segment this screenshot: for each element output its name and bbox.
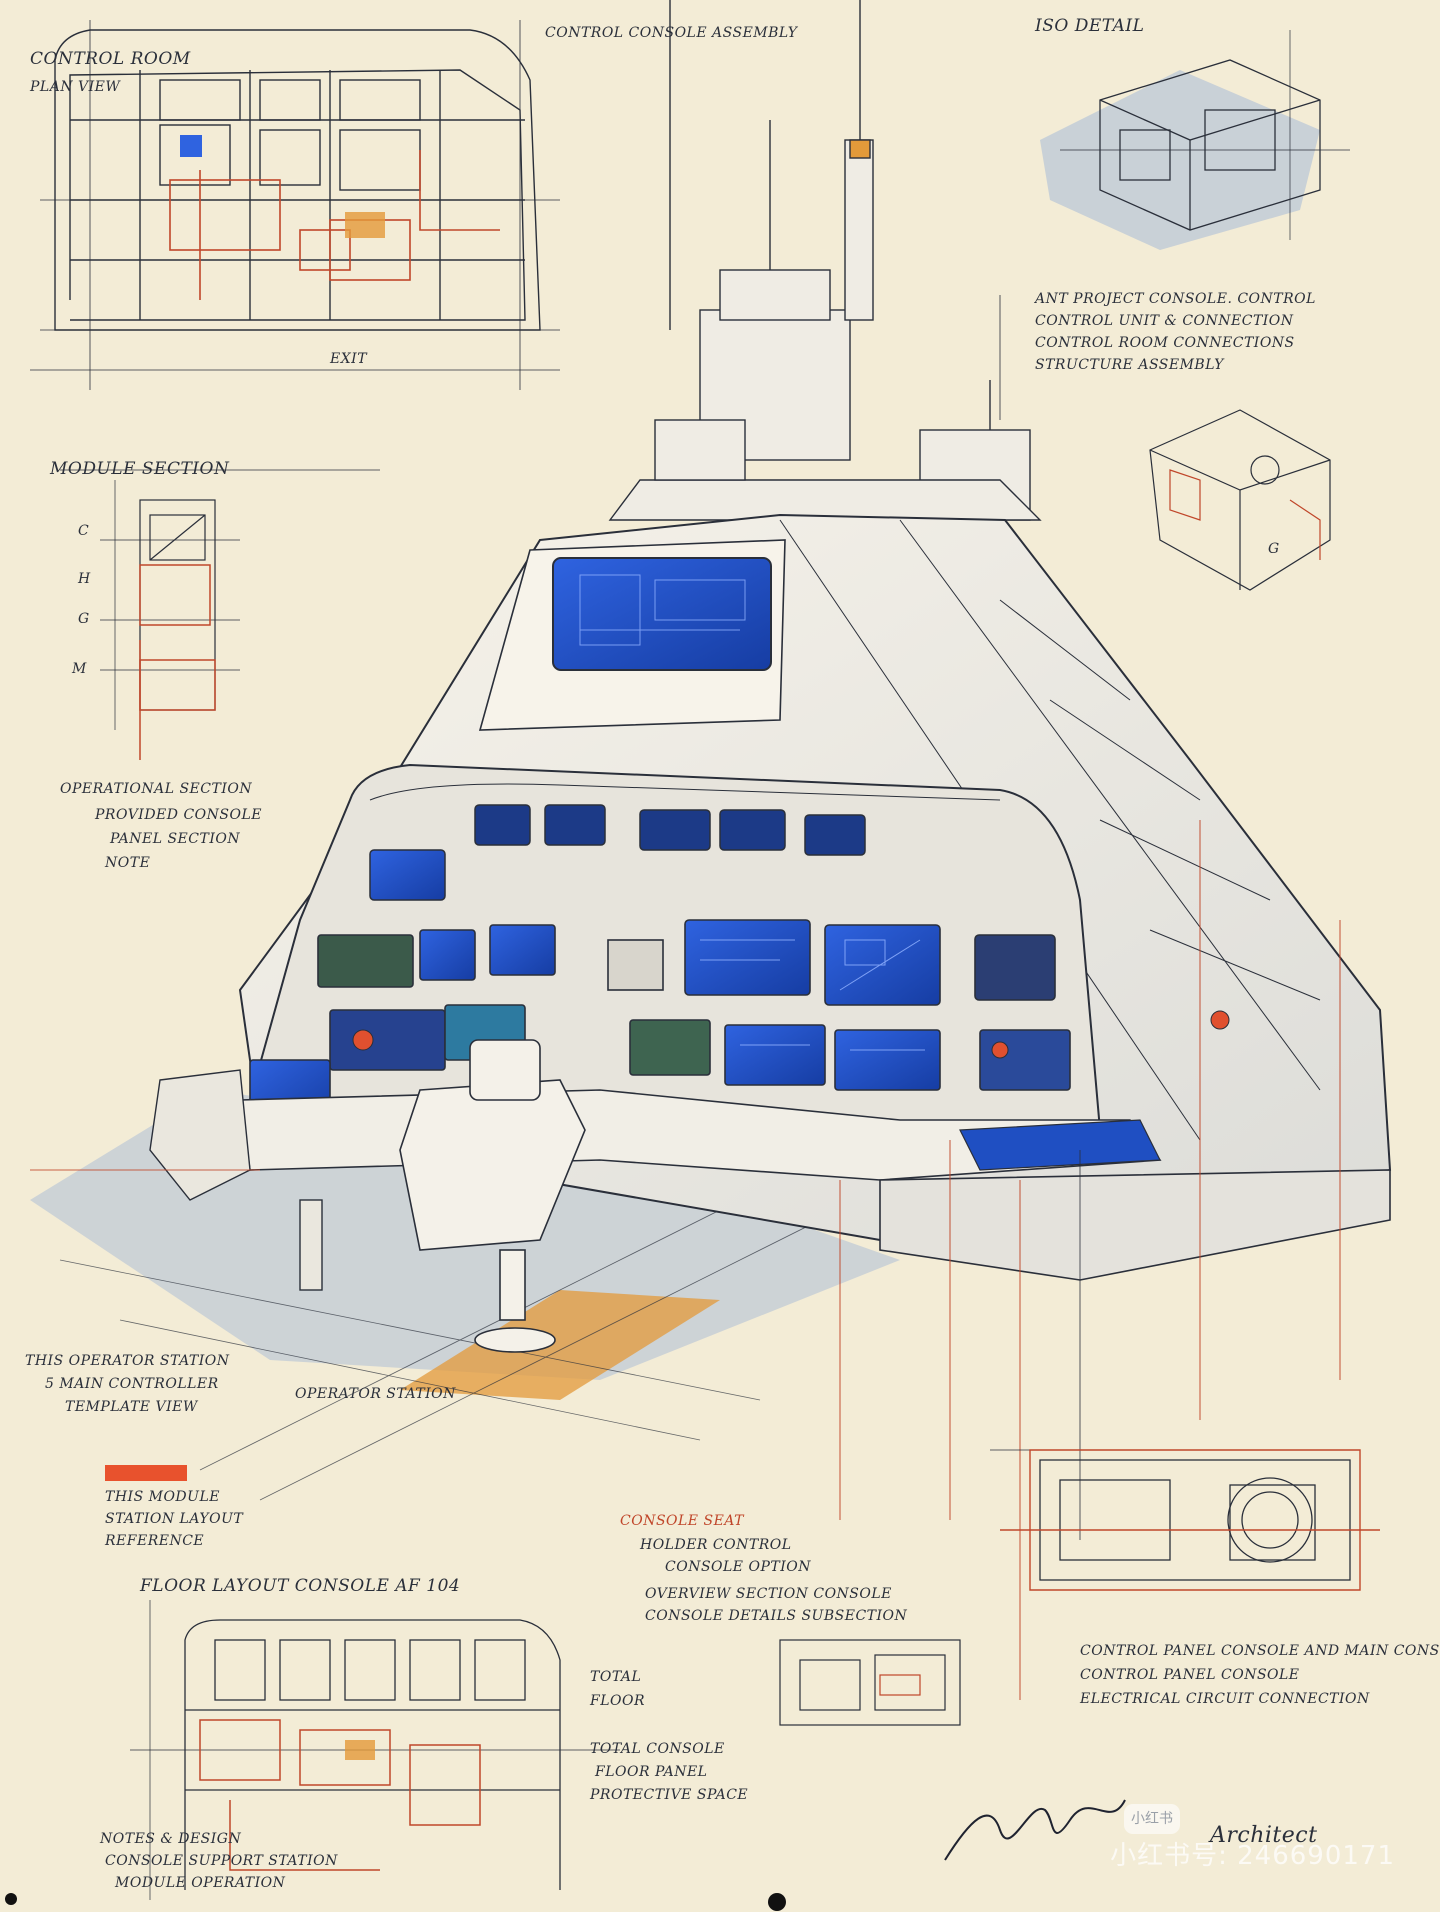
dim-label-1: C: [78, 523, 90, 539]
right-note-2: CONTROL UNIT & CONNECTION: [1035, 313, 1294, 329]
plan-note-b: EXIT: [330, 351, 368, 367]
top-left-header: CONTROL ROOM: [30, 49, 191, 69]
left-section-note-1: OPERATIONAL SECTION: [60, 781, 253, 797]
blue-cushion: [959, 1119, 1161, 1171]
signature-mark: [944, 1799, 1126, 1861]
bottom-left-note-3: MODULE OPERATION: [115, 1875, 286, 1891]
dim-label-4: G: [1268, 541, 1280, 557]
legend-note-2: STATION LAYOUT: [105, 1511, 244, 1527]
lower-left-note-2: 5 MAIN CONTROLLER: [45, 1376, 219, 1392]
signature-text: Architect: [1210, 1823, 1318, 1848]
right-note-4: STRUCTURE ASSEMBLY: [1035, 357, 1224, 373]
lower-left-note-3: TEMPLATE VIEW: [65, 1399, 198, 1415]
antenna-mast: [608, 0, 1042, 521]
iso-sketch-right-mid: [1149, 409, 1331, 591]
plan-note-a: PLAN VIEW: [30, 79, 121, 95]
upper-display-screen: [552, 557, 772, 671]
top-right-header: ISO DETAIL: [1035, 16, 1145, 36]
plan-view-red-overlay: [169, 150, 500, 300]
bottom-center-note-2: FLOOR PANEL: [595, 1764, 708, 1780]
lower-left-note-1: THIS OPERATOR STATION: [25, 1353, 230, 1369]
dim-label-5: M: [72, 661, 87, 677]
iso-sketch-top-right: [1040, 30, 1350, 250]
control-module-illustration: [30, 0, 1392, 1501]
bottom-plan-title: FLOOR LAYOUT CONSOLE AF 104: [140, 1576, 461, 1596]
bottom-center-note-3: PROTECTIVE SPACE: [590, 1787, 749, 1803]
dim-label-3: H: [78, 571, 91, 587]
operator-seat: [399, 1039, 586, 1353]
dim-label-2: G: [78, 611, 90, 627]
bottom-left-note-1: NOTES & DESIGN: [100, 1831, 242, 1847]
bottom-side-2: FLOOR: [590, 1693, 646, 1709]
bottom-right-note-3: ELECTRICAL CIRCUIT CONNECTION: [1080, 1691, 1370, 1707]
watermark-text: 小红书号: 246690171: [1110, 1841, 1395, 1871]
side-seat: [149, 1069, 323, 1291]
detail-plan-bottom-center: [779, 1639, 961, 1726]
bottom-center-note-1: TOTAL CONSOLE: [590, 1741, 725, 1757]
legend-note-3: REFERENCE: [105, 1533, 205, 1549]
mid-center-body-2: CONSOLE DETAILS SUBSECTION: [645, 1608, 908, 1624]
bottom-right-note-2: CONTROL PANEL CONSOLE: [1080, 1667, 1300, 1683]
mid-center-body-1: OVERVIEW SECTION CONSOLE: [645, 1586, 892, 1602]
right-note-3: CONTROL ROOM CONNECTIONS: [1035, 335, 1295, 351]
top-center-label: CONTROL CONSOLE ASSEMBLY: [545, 25, 798, 41]
module-base: [879, 1169, 1391, 1281]
floor-stripe: [400, 1290, 720, 1400]
lower-left-note-4: OPERATOR STATION: [295, 1386, 456, 1402]
detail-box-right: [1039, 1459, 1351, 1581]
floor-plan-red-overlay: [199, 1719, 481, 1871]
detail-box-red: [1000, 1449, 1380, 1591]
left-mid-title: MODULE SECTION: [50, 459, 230, 479]
plan-view-top-left: [30, 20, 560, 390]
side-elevation-left: [100, 480, 240, 730]
overhead-screens: [369, 804, 866, 901]
bottom-side-1: TOTAL: [590, 1669, 642, 1685]
left-section-note-4: NOTE: [105, 855, 151, 871]
side-elevation-red: [139, 564, 216, 760]
bottom-left-note-2: CONSOLE SUPPORT STATION: [105, 1853, 338, 1869]
watermark-badge: 小红书: [1124, 1804, 1180, 1834]
mid-center-note-1: CONSOLE SEAT: [620, 1513, 744, 1529]
legend-red-swatch: [105, 1465, 187, 1481]
construction-lines: [30, 820, 1341, 1700]
left-section-note-3: PANEL SECTION: [110, 831, 241, 847]
legend-note-1: THIS MODULE: [105, 1489, 220, 1505]
orange-knobs: [352, 1010, 1230, 1059]
punch-hole-left: [768, 1893, 786, 1911]
punch-hole-right: [5, 1893, 17, 1905]
mid-center-note-2: HOLDER CONTROL: [640, 1537, 792, 1553]
mid-center-note-3: CONSOLE OPTION: [665, 1559, 811, 1575]
right-note-1: ANT PROJECT CONSOLE. CONTROL: [1035, 291, 1316, 307]
left-section-note-2: PROVIDED CONSOLE: [95, 807, 262, 823]
